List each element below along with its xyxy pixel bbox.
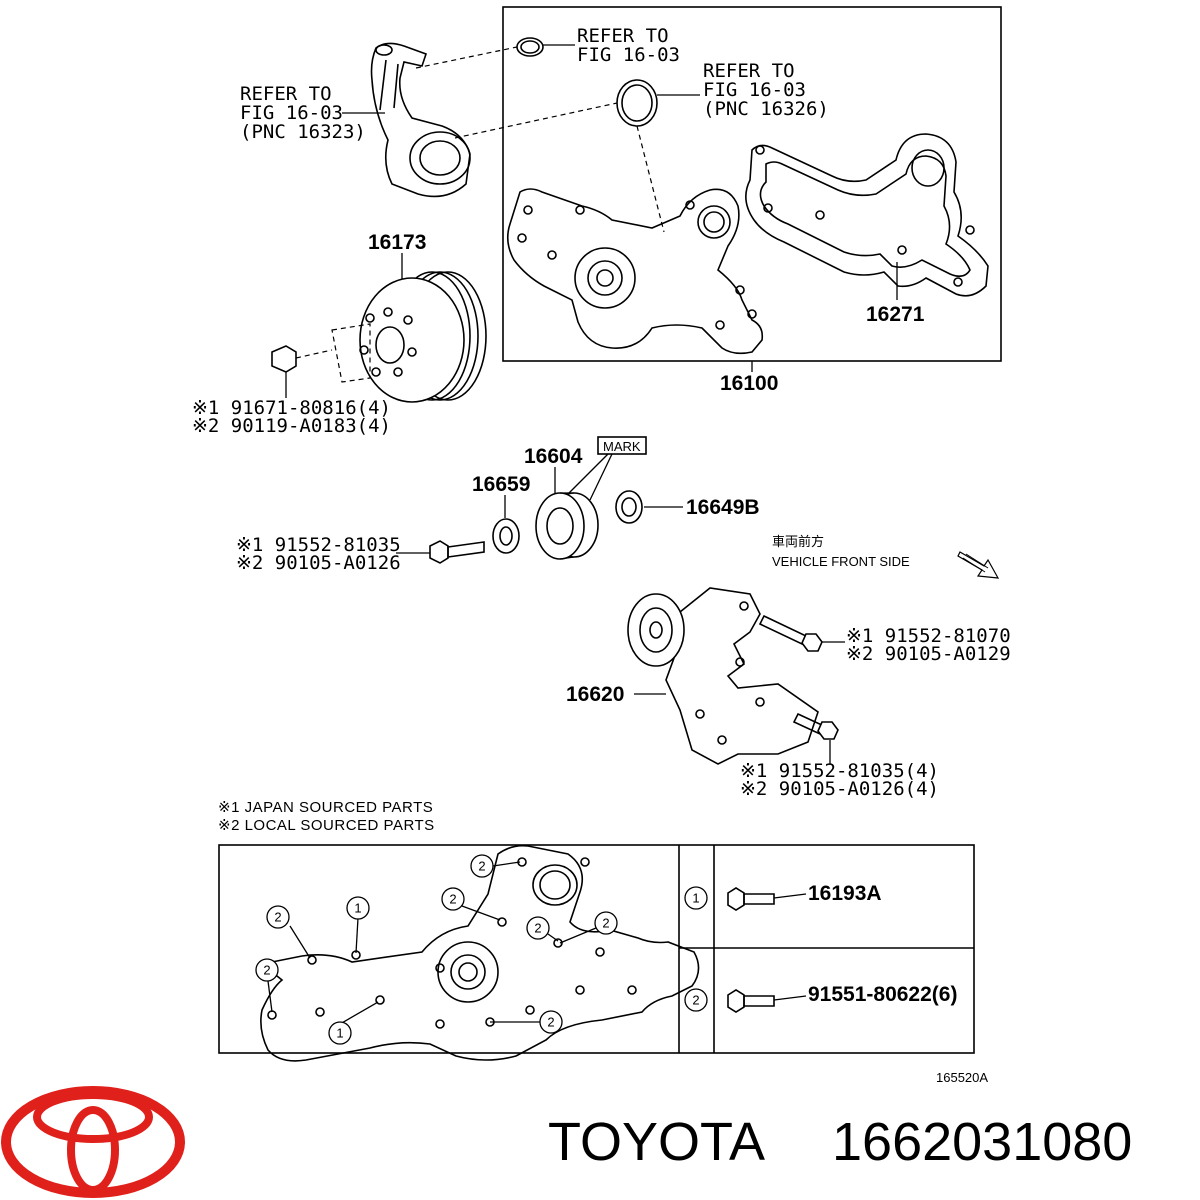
part-number-cover: 16649B — [686, 496, 760, 519]
svg-text:1: 1 — [336, 1026, 343, 1041]
circled-number-2: 2 — [470, 854, 494, 878]
tensioner-bolt-small — [792, 712, 839, 740]
refer-label-right-line3: (PNC 16326) — [703, 98, 829, 120]
refer-label-left-line1: REFER TO — [240, 83, 332, 105]
part-number-washer: 16659 — [472, 473, 530, 496]
mark-label: MARK — [603, 439, 641, 454]
circled-number-2: 2 — [539, 1010, 563, 1034]
svg-text:2: 2 — [547, 1015, 554, 1030]
toyota-logo — [1, 1086, 185, 1198]
svg-text:2: 2 — [602, 916, 609, 931]
bolt-a-drawing — [727, 887, 807, 911]
circled-number-1: 1 — [328, 1021, 352, 1045]
circled-number-2: 2 — [684, 988, 708, 1012]
svg-text:2: 2 — [263, 963, 270, 978]
idler-pulley — [535, 492, 599, 560]
circled-number-2: 2 — [526, 916, 550, 940]
water-pump-body — [506, 188, 764, 355]
part-number-gasket: 16271 — [866, 303, 925, 326]
svg-text:2: 2 — [534, 921, 541, 936]
footer-part-number: 1662031080 — [832, 1112, 1132, 1172]
svg-text:2: 2 — [478, 859, 485, 874]
part-number-bolt-b: 91551-80622(6) — [808, 983, 957, 1006]
tensioner-bolt-callout-1: ※1 91552-81070 — [846, 625, 1011, 647]
refer-label-right-line2: FIG 16-03 — [703, 79, 806, 101]
part-number-tensioner: 16620 — [566, 683, 624, 706]
refer-label-top-line1: REFER TO — [577, 25, 669, 47]
bolt-location-pump-view — [257, 844, 700, 1062]
figure-code: 165520A — [936, 1070, 988, 1085]
circled-number-2: 2 — [441, 887, 465, 911]
bolt-b-drawing — [727, 989, 807, 1013]
circled-number-2: 2 — [255, 958, 279, 982]
pulley-bolt-callout-2: ※2 90119-A0183(4) — [192, 415, 391, 437]
vehicle-front-arrow-icon — [957, 551, 1000, 579]
circled-number-2: 2 — [266, 905, 290, 929]
pulley — [331, 271, 487, 403]
bolt-location-table — [218, 844, 975, 1054]
tensioner-assembly — [627, 587, 819, 765]
pulley-bolt-callout-1: ※1 91671-80816(4) — [192, 397, 391, 419]
part-number-water-pump: 16100 — [720, 372, 778, 395]
svg-text:1: 1 — [354, 901, 361, 916]
washer — [492, 518, 520, 554]
svg-text:2: 2 — [274, 910, 281, 925]
tensioner-bolt-callout-2: ※2 90105-A0129 — [846, 643, 1011, 665]
part-number-idler: 16604 — [524, 445, 583, 468]
part-number-pulley: 16173 — [368, 231, 426, 254]
refer-label-top-line2: FIG 16-03 — [577, 44, 680, 66]
note-japan-sourced: ※1 JAPAN SOURCED PARTS — [218, 799, 433, 816]
gasket — [745, 133, 989, 297]
refer-label-right-line1: REFER TO — [703, 60, 795, 82]
o-ring-large — [616, 79, 658, 127]
idler-bolt-callout-2: ※2 90105-A0126 — [236, 552, 401, 574]
circled-number-2: 2 — [594, 911, 618, 935]
footer-brand: TOYOTA — [548, 1112, 765, 1172]
mark-box — [597, 436, 647, 455]
direction-en: VEHICLE FRONT SIDE — [772, 554, 910, 569]
tensioner-bolt — [758, 614, 823, 652]
tensioner-bolt-4-callout-1: ※1 91552-81035(4) — [740, 760, 939, 782]
circled-number-1: 1 — [684, 886, 708, 910]
tensioner-bolt-4-callout-2: ※2 90105-A0126(4) — [740, 778, 939, 800]
idler-bolt-callout-1: ※1 91552-81035 — [236, 534, 401, 556]
pulley-bolt — [271, 345, 333, 398]
svg-text:2: 2 — [449, 892, 456, 907]
cover-plate — [615, 490, 643, 524]
note-local-sourced: ※2 LOCAL SOURCED PARTS — [218, 817, 435, 834]
circled-number-1: 1 — [346, 896, 370, 920]
direction-jp: 車両前方 — [772, 534, 824, 549]
water-inlet-housing — [370, 42, 471, 198]
refer-label-left-line2: FIG 16-03 — [240, 102, 343, 124]
svg-text:1: 1 — [692, 891, 699, 906]
part-number-bolt-a: 16193A — [808, 882, 882, 905]
svg-text:2: 2 — [692, 993, 699, 1008]
refer-label-left-line3: (PNC 16323) — [240, 121, 366, 143]
idler-bolt — [429, 540, 485, 564]
